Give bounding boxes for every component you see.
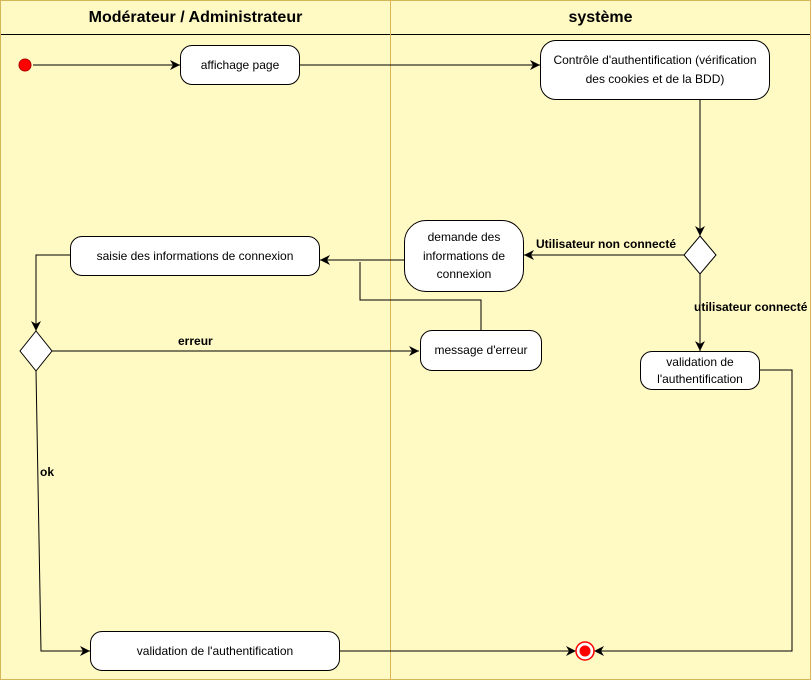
- node-saisie-informations: saisie des informations de connexion: [70, 236, 320, 276]
- node-demande-informations: demande des informations de connexion: [404, 220, 524, 292]
- node-validation-systeme-label: validation de l'authentification: [657, 355, 743, 386]
- node-demande-informations-label: demande des informations de connexion: [422, 230, 506, 282]
- swimlane-moderateur-title: Modérateur / Administrateur: [1, 1, 390, 35]
- node-affichage-page: affichage page: [180, 45, 300, 85]
- swimlane-systeme-title: système: [391, 1, 810, 35]
- node-validation-utilisateur: validation de l'authentification: [90, 631, 340, 671]
- edge-label-connecte: utilisateur connecté: [694, 300, 808, 314]
- node-message-erreur-label: message d'erreur: [434, 343, 528, 358]
- node-controle-authentification: Contrôle d'authentification (vérificatio…: [540, 40, 770, 100]
- edge-label-erreur: erreur: [178, 334, 213, 348]
- node-saisie-informations-label: saisie des informations de connexion: [96, 248, 294, 263]
- node-controle-authentification-label: Contrôle d'authentification (vérificatio…: [553, 53, 757, 86]
- node-message-erreur: message d'erreur: [420, 330, 542, 371]
- node-validation-systeme: validation de l'authentification: [640, 351, 760, 390]
- node-validation-utilisateur-label: validation de l'authentification: [136, 643, 294, 658]
- edge-label-ok: ok: [40, 465, 55, 479]
- node-affichage-page-label: affichage page: [200, 57, 280, 72]
- edge-label-non-connecte: Utilisateur non connecté: [536, 237, 677, 251]
